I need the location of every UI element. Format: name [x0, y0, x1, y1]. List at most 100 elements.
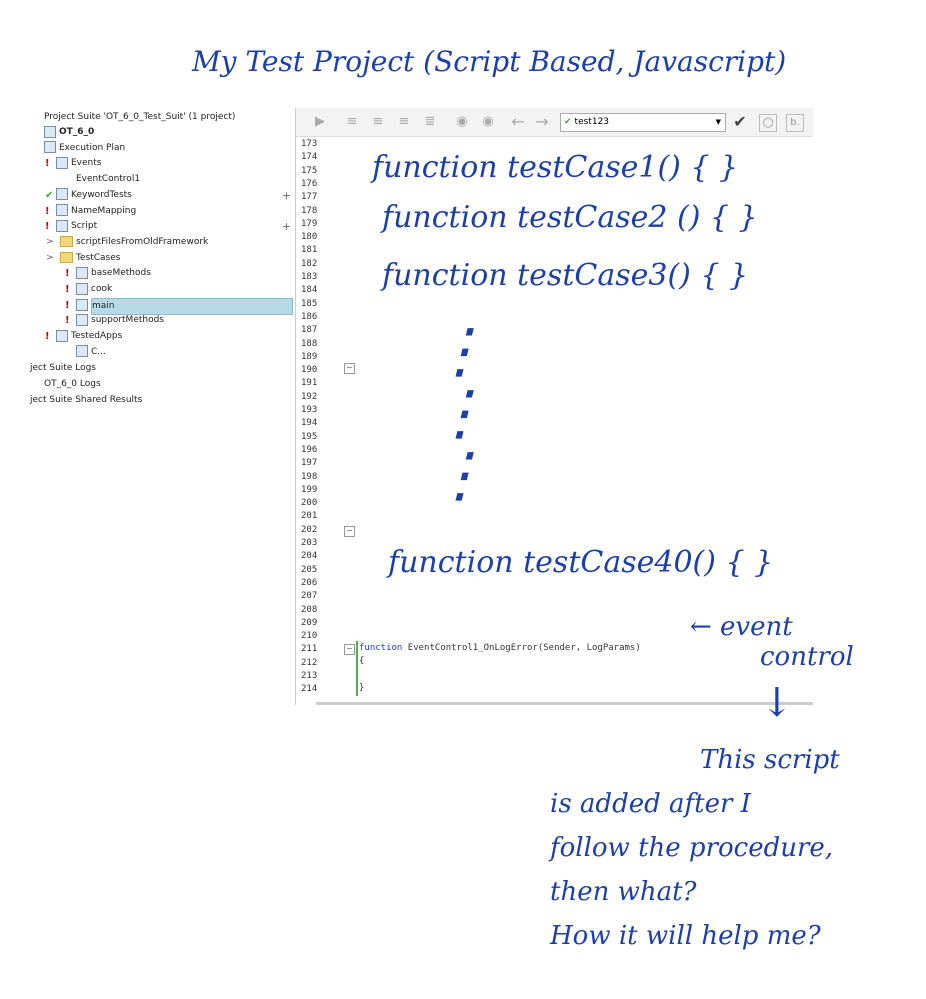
annotation-note-line: follow the procedure,	[550, 833, 834, 863]
add-icon[interactable]: +	[282, 220, 292, 234]
line-number: 180	[301, 232, 318, 243]
item-icon	[76, 299, 88, 312]
tree-log-item[interactable]: ject Suite Shared Results	[30, 395, 143, 405]
annotation-control: control	[760, 642, 854, 672]
code-line-212: {	[359, 656, 365, 666]
line-number: 214	[301, 684, 318, 695]
tree-item-eventcontrol1[interactable]: EventControl1	[76, 172, 140, 187]
tree-item-c-[interactable]: C...	[76, 345, 106, 360]
hide-icon[interactable]: ◉	[482, 114, 494, 129]
add-icon[interactable]: +	[282, 188, 292, 202]
tree-item-label: scriptFilesFromOldFramework	[76, 236, 209, 247]
tree-item-events[interactable]: !Events	[45, 156, 102, 171]
annotation-note-line: How it will help me?	[550, 921, 821, 951]
tree-item-script[interactable]: !Script+	[45, 219, 291, 234]
tree-item-label: NameMapping	[71, 205, 137, 216]
tree-item-label: OT_6_0	[59, 127, 95, 137]
line-number: 186	[301, 311, 318, 322]
horizontal-scrollbar[interactable]	[316, 702, 813, 705]
change-bar	[356, 641, 358, 696]
error-icon: !	[65, 268, 70, 280]
item-icon	[56, 156, 68, 169]
show-icon[interactable]: ◉	[456, 114, 468, 129]
expand-icon[interactable]: >	[46, 236, 54, 247]
indent-icon[interactable]: ≣	[424, 114, 436, 129]
line-number: 199	[301, 484, 318, 495]
routine-select[interactable]: ✔test123▼	[560, 113, 726, 132]
forward-arrow-icon[interactable]: →	[535, 112, 549, 131]
expand-icon[interactable]: >	[46, 252, 54, 263]
line-number: 190	[301, 365, 318, 376]
line-number: 194	[301, 418, 318, 429]
annotation-testcase3: function testCase3() { }	[382, 258, 749, 293]
tree-item-cook[interactable]: !cook	[65, 282, 112, 297]
tree-item-label: TestedApps	[71, 331, 123, 342]
fold-marker-icon[interactable]: −	[344, 644, 355, 655]
routine-icon: ✔	[564, 117, 572, 127]
run-icon[interactable]: ▶	[315, 114, 325, 129]
refresh-icon[interactable]: ○	[759, 114, 777, 132]
line-number: 195	[301, 431, 318, 442]
error-icon: !	[45, 205, 50, 217]
chevron-down-icon: ▼	[715, 118, 721, 126]
tree-log-item[interactable]: ject Suite Logs	[30, 363, 96, 373]
tree-item-namemapping[interactable]: ! NameMapping	[45, 204, 137, 219]
code-editor[interactable]: ▶ ≡ ≡ ≡ ≣ ◉ ◉ ← → ✔test123▼ ✔ ○ b. 173 17…	[295, 108, 813, 705]
project-suite-header[interactable]: Project Suite 'OT_6_0_Test_Suit' (1 proj…	[44, 112, 236, 122]
justify-icon[interactable]: ≡	[398, 114, 410, 129]
item-icon	[76, 313, 88, 326]
line-number: 183	[301, 272, 318, 282]
line-number: 209	[301, 617, 318, 628]
fold-marker-icon[interactable]: −	[344, 526, 355, 537]
tree-item-testedapps[interactable]: !TestedApps	[45, 329, 123, 344]
align-right-icon[interactable]: ≡	[372, 114, 384, 129]
item-icon	[76, 282, 88, 295]
annotation-event: ← event	[690, 612, 793, 642]
bookmark-button[interactable]: b.	[786, 114, 804, 132]
line-number: 203	[301, 538, 318, 548]
line-number: 188	[301, 338, 318, 349]
tree-item-scriptfilesfromoldframework[interactable]: > scriptFilesFromOldFramework	[46, 235, 209, 250]
line-number: 173	[301, 139, 318, 149]
annotation-note-line: then what?	[550, 877, 697, 907]
line-number: 175	[301, 165, 318, 176]
line-number: 205	[301, 564, 318, 575]
folder-icon	[60, 251, 73, 263]
align-left-icon[interactable]: ≡	[346, 114, 358, 129]
line-number: 208	[301, 604, 318, 615]
line-number: 174	[301, 152, 318, 163]
tree-item-execution-plan[interactable]: Execution Plan	[44, 141, 125, 156]
line-number: 184	[301, 285, 318, 296]
item-icon	[56, 204, 68, 216]
folder-icon	[60, 235, 73, 247]
tree-log-item[interactable]: OT_6_0 Logs	[44, 379, 101, 389]
fold-marker-icon[interactable]: −	[344, 363, 355, 374]
annotation-note-line: is added after I	[550, 789, 751, 819]
line-number: 198	[301, 471, 318, 482]
check-add-icon[interactable]: ✔	[733, 112, 747, 131]
annotation-dots: ⋮⋮⋮	[430, 316, 490, 510]
line-number: 211	[301, 644, 318, 655]
line-number: 177	[301, 192, 318, 203]
item-icon	[76, 266, 88, 279]
line-number: 191	[301, 378, 318, 389]
annotation-testcase2: function testCase2 () { }	[382, 200, 758, 235]
tree-item-label: EventControl1	[76, 174, 141, 185]
tree-item-ot-6-0[interactable]: OT_6_0	[44, 125, 94, 140]
code-line-211: function EventControl1_OnLogError(Sender…	[359, 643, 641, 653]
tree-item-basemethods[interactable]: !baseMethods	[65, 266, 151, 281]
line-number: 206	[301, 577, 318, 588]
error-icon: !	[45, 221, 50, 233]
tree-item-label: Events	[71, 158, 102, 169]
tree-item-supportmethods[interactable]: !supportMethods	[65, 313, 164, 328]
line-number: 210	[301, 631, 318, 642]
tree-item-main[interactable]: !main	[65, 297, 293, 315]
tree-item-keywordtests[interactable]: ✔KeywordTests+	[45, 188, 291, 203]
line-number: 192	[301, 391, 318, 402]
back-arrow-icon[interactable]: ←	[511, 112, 525, 131]
item-icon	[44, 125, 56, 138]
tree-item-testcases[interactable]: >TestCases	[46, 251, 120, 266]
tree-item-label: supportMethods	[91, 315, 164, 326]
